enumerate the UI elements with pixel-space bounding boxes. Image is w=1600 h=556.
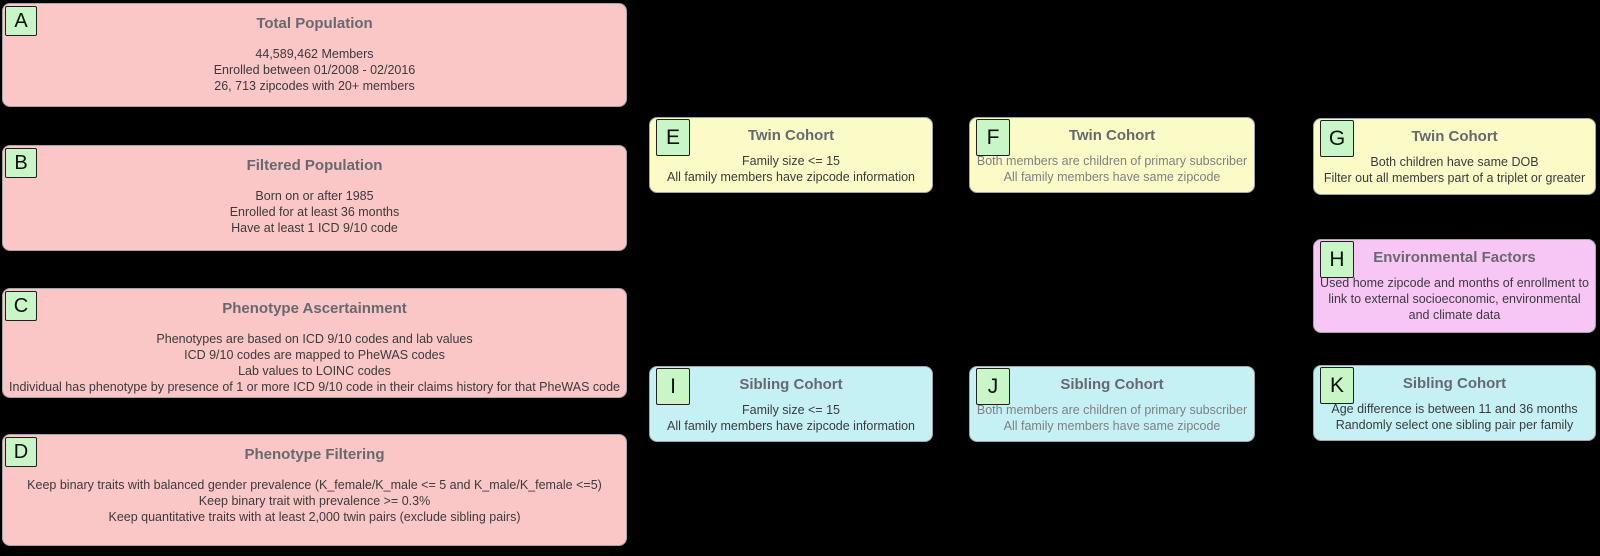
node-total-population: A Total Population 44,589,462 Members En… [2,3,627,107]
node-title: Total Population [256,15,373,32]
node-line: Family size <= 15 [742,154,840,168]
node-line: Keep binary traits with balanced gender … [27,478,602,492]
node-label-c: C [5,291,37,321]
node-line: Used home zipcode and months of enrollme… [1320,276,1589,322]
node-label-e: E [656,119,690,156]
node-label-i: I [656,368,690,405]
node-phenotype-ascertainment: C Phenotype Ascertainment Phenotypes are… [2,288,627,398]
node-sibling-cohort-k: K Sibling Cohort Age difference is betwe… [1313,365,1596,441]
node-title: Sibling Cohort [1060,376,1164,393]
node-line: Born on or after 1985 [255,189,374,203]
node-sibling-cohort-j: J Sibling Cohort Both members are childr… [969,366,1255,442]
node-label-a: A [5,6,37,36]
node-line: Both members are children of primary sub… [976,154,1248,168]
node-twin-cohort-g: G Twin Cohort Both children have same DO… [1313,118,1596,195]
node-line: Have at least 1 ICD 9/10 code [231,221,398,235]
node-title: Twin Cohort [747,127,835,144]
node-title: Filtered Population [246,157,383,174]
node-line: Both members are children of primary sub… [976,403,1248,417]
node-line: Randomly select one sibling pair per fam… [1335,418,1574,432]
node-environmental-factors: H Environmental Factors Used home zipcod… [1313,239,1596,333]
node-twin-cohort-f: F Twin Cohort Both members are children … [969,117,1255,193]
node-label-k: K [1320,367,1354,404]
node-line: All family members have zipcode informat… [666,419,916,433]
node-filtered-population: B Filtered Population Born on or after 1… [2,145,627,251]
node-line: Individual has phenotype by presence of … [9,380,620,394]
node-label-j: J [976,368,1010,405]
node-line: Lab values to LOINC codes [238,364,391,378]
node-label-d: D [5,437,37,467]
node-line: All family members have zipcode informat… [666,170,916,184]
node-line: All family members have same zipcode [1003,419,1221,433]
node-title: Twin Cohort [1411,128,1498,145]
node-title: Twin Cohort [1068,127,1156,144]
node-twin-cohort-e: E Twin Cohort Family size <= 15 All fami… [649,117,933,193]
node-line: 26, 713 zipcodes with 20+ members [214,79,415,93]
node-label-h: H [1320,241,1354,278]
node-title: Environmental Factors [1373,249,1536,266]
node-line: Enrolled between 01/2008 - 02/2016 [213,63,416,77]
node-line: Family size <= 15 [742,403,840,417]
node-line: ICD 9/10 codes are mapped to PheWAS code… [184,348,445,362]
node-label-g: G [1320,120,1354,157]
node-line: Both children have same DOB [1370,155,1539,169]
node-line: Keep binary trait with prevalence >= 0.3… [198,494,431,508]
node-title: Sibling Cohort [1402,375,1507,392]
node-line: All family members have same zipcode [1003,170,1221,184]
node-line: Filter out all members part of a triplet… [1323,171,1586,185]
node-label-b: B [5,148,37,178]
node-label-f: F [976,119,1010,156]
node-line: Enrolled for at least 36 months [229,205,400,219]
node-title: Phenotype Filtering [244,446,385,463]
node-title: Sibling Cohort [739,376,843,393]
node-sibling-cohort-i: I Sibling Cohort Family size <= 15 All f… [649,366,933,442]
node-line: Keep quantitative traits with at least 2… [108,510,521,524]
node-line: Age difference is between 11 and 36 mont… [1331,402,1578,416]
node-phenotype-filtering: D Phenotype Filtering Keep binary traits… [2,434,627,546]
node-title: Phenotype Ascertainment [222,300,407,317]
node-line: 44,589,462 Members [255,47,374,61]
node-line: Phenotypes are based on ICD 9/10 codes a… [156,332,473,346]
